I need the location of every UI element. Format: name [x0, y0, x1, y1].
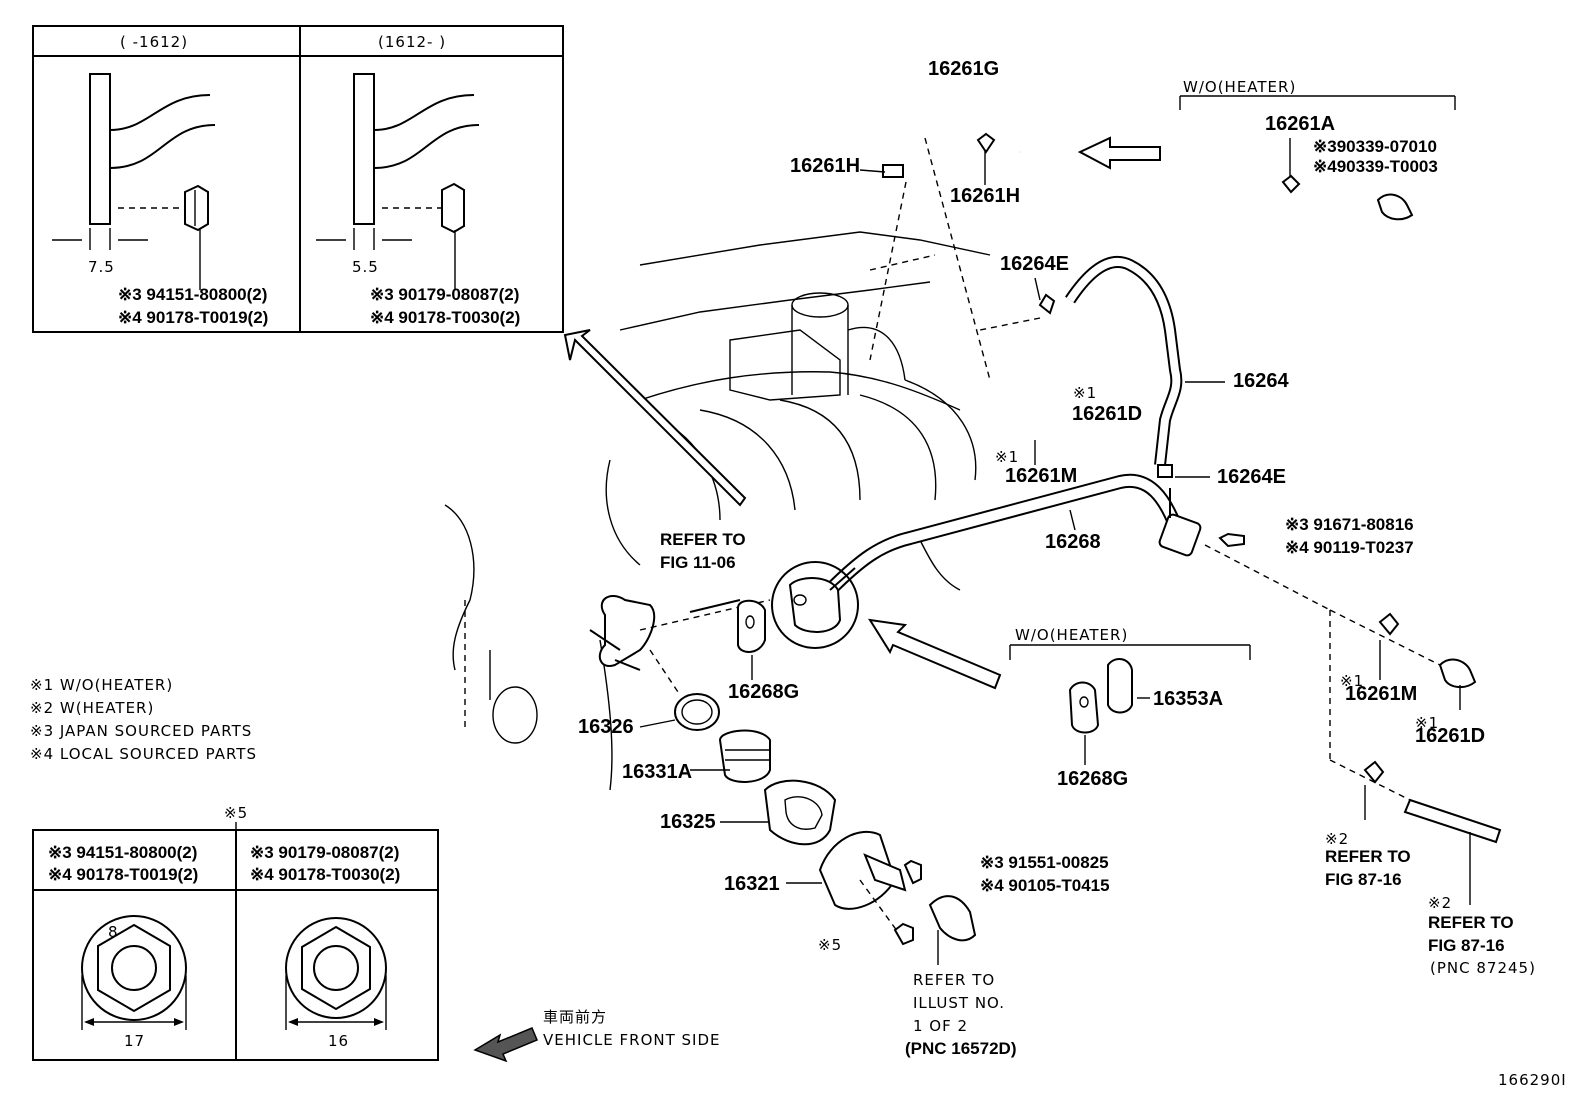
callout-16268G-a: 16268G: [728, 681, 799, 703]
front-arrow-icon: [473, 1027, 538, 1063]
wo-heater-top-line1: ※390339-07010: [1313, 137, 1437, 156]
callout-16261M-b: 16261M: [1345, 683, 1417, 705]
nut-right-part-2: ※4 90178-T0030(2): [250, 865, 400, 884]
legend-3: ※3 JAPAN SOURCED PARTS: [30, 722, 252, 740]
screw-spec-1: ※3 91551-00825: [980, 853, 1109, 872]
hose-16261G: [869, 95, 1063, 381]
wo-heater-mid-title: W/O(HEATER): [1015, 626, 1128, 644]
callout-16325: 16325: [660, 811, 716, 833]
legend-2: ※2 W(HEATER): [30, 699, 154, 717]
refer-fig87a-line2: FIG 87-16: [1325, 870, 1402, 889]
callout-16321: 16321: [724, 873, 780, 895]
note-1-a: ※1: [1073, 384, 1097, 402]
bolt-spec-1: ※3 91671-80816: [1285, 515, 1414, 534]
legend-4: ※4 LOCAL SOURCED PARTS: [30, 745, 257, 763]
arrows: [563, 136, 1161, 690]
front-side-indicator: 車両前方 VEHICLE FRONT SIDE: [473, 1008, 721, 1063]
left-gap-dimension: 7.5: [88, 258, 115, 276]
refer-illust-line3: 1 OF 2: [913, 1017, 968, 1035]
nut-table: ※5 ※3 94151-80800(2) ※4 90178-T0019(2) ※…: [32, 804, 439, 1061]
left-range-header: ( -1612): [120, 33, 188, 51]
refer-fig11-line2: FIG 11-06: [660, 553, 736, 572]
callout-16261A: 16261A: [1265, 113, 1335, 135]
callout-16261H-b: 16261H: [950, 185, 1020, 207]
note-1-b: ※1: [995, 448, 1019, 466]
callout-16264E-b: 16264E: [1217, 466, 1286, 488]
callout-16264: 16264: [1233, 370, 1289, 392]
right-bolt-part-2: ※4 90178-T0030(2): [370, 308, 520, 327]
wo-heater-top-title: W/O(HEATER): [1183, 78, 1296, 96]
right-gap-dimension: 5.5: [352, 258, 379, 276]
nut-right-width: 16: [328, 1032, 349, 1050]
wo-heater-top-line2: ※490339-T0003: [1313, 157, 1438, 176]
note-1-d: ※1: [1415, 714, 1439, 732]
refer-fig87b-line3: (PNC 87245): [1430, 959, 1536, 977]
callout-16353A: 16353A: [1153, 688, 1223, 710]
wo-heater-mid-group: [1009, 644, 1251, 734]
leader-lines: [639, 138, 1381, 884]
legend: ※1 W/O(HEATER) ※2 W(HEATER) ※3 JAPAN SOU…: [30, 676, 257, 763]
refer-fig11-line1: REFER TO: [660, 530, 746, 549]
zoom-detail-circle: [771, 561, 859, 649]
note-2-a: ※2: [1325, 830, 1349, 848]
nut-left-part-2: ※4 90178-T0019(2): [48, 865, 198, 884]
right-bolt-part-1: ※3 90179-08087(2): [370, 285, 519, 304]
nut-table-note-5: ※5: [224, 804, 248, 822]
callout-16261G: 16261G: [928, 58, 999, 80]
left-bolt-part-1: ※3 94151-80800(2): [118, 285, 267, 304]
left-bolt-part-2: ※4 90178-T0019(2): [118, 308, 268, 327]
nut-left-part-1: ※3 94151-80800(2): [48, 843, 197, 862]
thermostat-assembly: [589, 595, 977, 965]
wo-heater-top-group: [1179, 95, 1456, 221]
callout-16326: 16326: [578, 716, 634, 738]
callout-16264E-a: 16264E: [1000, 253, 1069, 275]
front-side-jp: 車両前方: [543, 1008, 607, 1026]
screw-spec-2: ※4 90105-T0415: [980, 876, 1110, 895]
callout-16261D-b: 16261D: [1415, 725, 1485, 747]
illustration-id: 166290I: [1498, 1071, 1567, 1089]
refer-illust-line2: ILLUST NO.: [913, 994, 1005, 1012]
nut-left-small-dim: 8: [108, 923, 119, 941]
nut-left-width: 17: [124, 1032, 145, 1050]
note-5-a: ※5: [818, 936, 842, 954]
callout-16261D-a: 16261D: [1072, 403, 1142, 425]
note-1-c: ※1: [1340, 672, 1364, 690]
right-clamps: [1363, 612, 1502, 905]
refer-fig87b-line1: REFER TO: [1428, 913, 1514, 932]
callout-16268: 16268: [1045, 531, 1101, 553]
legend-1: ※1 W/O(HEATER): [30, 676, 173, 694]
callout-16268G-b: 16268G: [1057, 768, 1128, 790]
callout-16261H-a: 16261H: [790, 155, 860, 177]
refer-fig87a-line1: REFER TO: [1325, 847, 1411, 866]
callout-16331A: 16331A: [622, 761, 692, 783]
hose-16264: [979, 255, 1183, 478]
note-2-b: ※2: [1428, 894, 1452, 912]
bolt-spec-2: ※4 90119-T0237: [1285, 538, 1414, 557]
refer-illust-line1: REFER TO: [913, 971, 995, 989]
right-range-header: (1612- ): [378, 33, 446, 51]
callout-16261M-a: 16261M: [1005, 465, 1077, 487]
bolt-detail-box: ( -1612) (1612- ) 7.5 ※3 94151-80800(2) …: [32, 25, 564, 333]
front-side-en: VEHICLE FRONT SIDE: [543, 1031, 721, 1049]
refer-illust-line4: (PNC 16572D): [905, 1039, 1017, 1058]
refer-fig87b-line2: FIG 87-16: [1428, 936, 1505, 955]
nut-right-part-1: ※3 90179-08087(2): [250, 843, 399, 862]
